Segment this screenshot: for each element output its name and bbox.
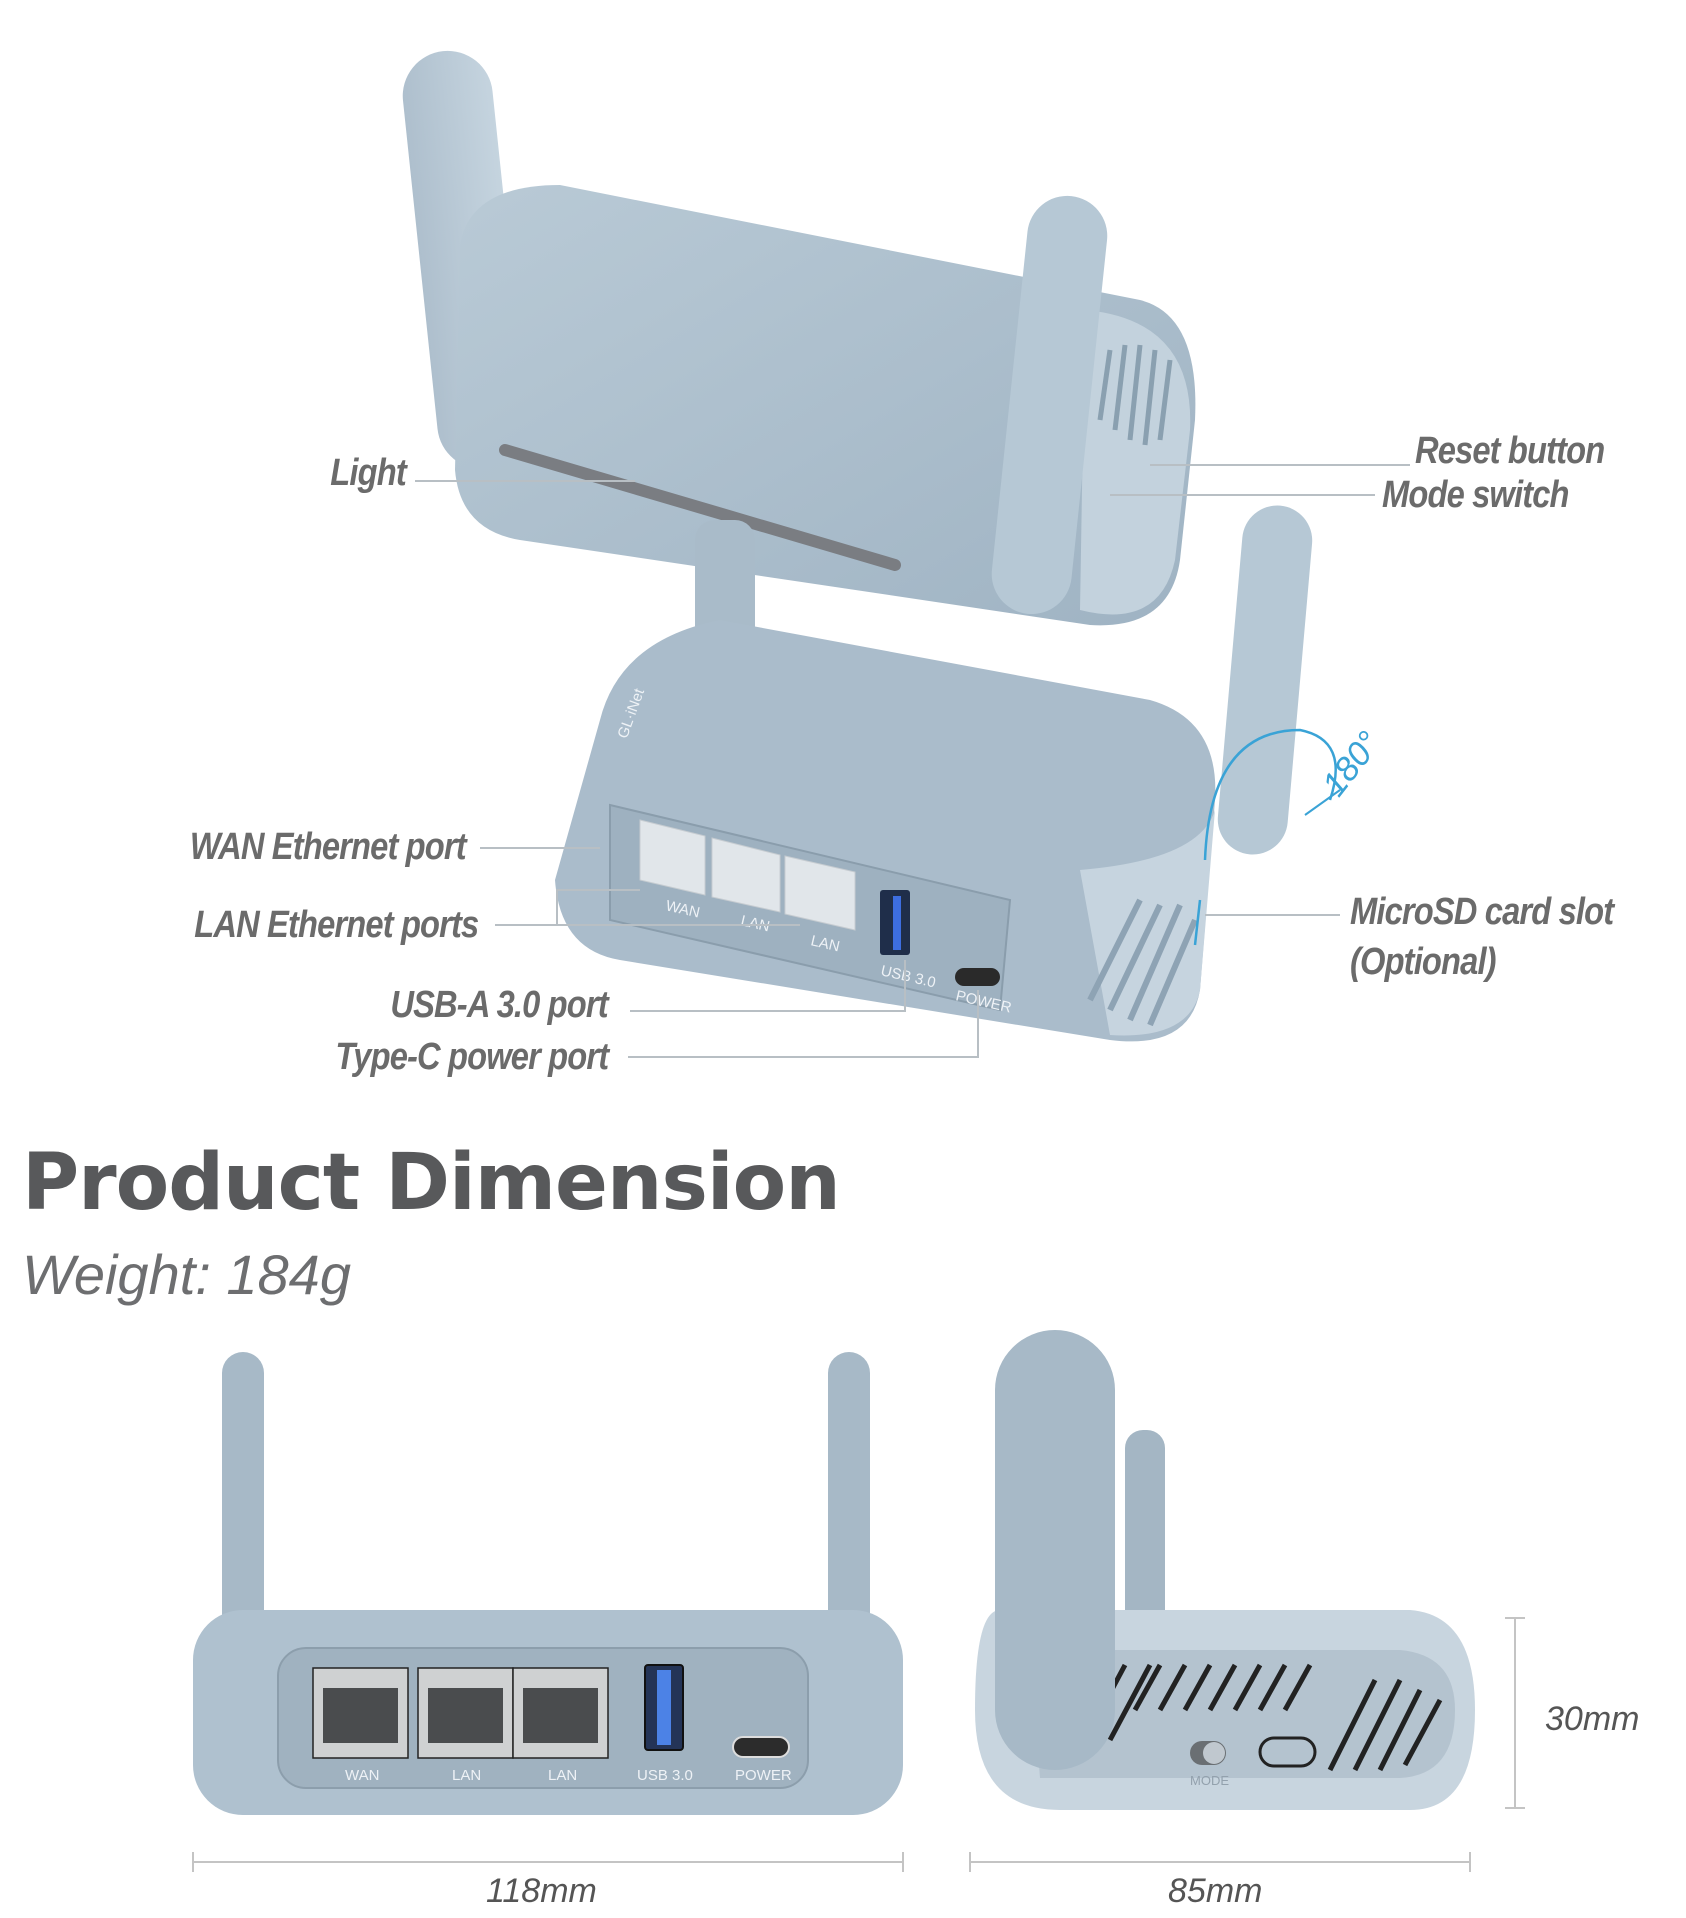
weight-label: Weight: 184g: [22, 1243, 351, 1306]
reset-button: [1258, 1736, 1317, 1768]
rotation-arc: [1203, 728, 1337, 861]
callout-lan-ports: LAN Ethernet ports: [193, 904, 479, 946]
callout-wan-port: WAN Ethernet port: [190, 826, 467, 868]
height-dimension: 30mm: [1545, 1700, 1640, 1738]
front-ethernet-ports: [312, 1667, 609, 1759]
ethernet-ports: [639, 819, 856, 931]
front-type-c-port: [732, 1736, 790, 1758]
callout-microsd-optional: (Optional): [1350, 941, 1497, 983]
router-side-vents-lower: [1080, 810, 1215, 1036]
antenna-front-right: [828, 1352, 870, 1652]
front-label-lan-1: LAN: [452, 1767, 481, 1784]
callout-light: Light: [330, 452, 406, 494]
callout-mode-switch: Mode switch: [1382, 474, 1570, 516]
depth-dimension: 85mm: [1168, 1872, 1263, 1910]
port-label-lan-2: LAN: [809, 932, 841, 955]
light-bar: [499, 444, 901, 571]
front-label-usb: USB 3.0: [637, 1767, 693, 1784]
antenna-front-left: [222, 1352, 264, 1652]
router-front-view: WAN LAN LAN USB 3.0 POWER GL·iNet: [555, 505, 1341, 1042]
side-vent-panel: [1030, 1650, 1455, 1778]
mode-label: MODE: [1190, 1773, 1229, 1788]
callout-power-port: Type-C power port: [335, 1036, 609, 1078]
front-label-lan-2: LAN: [548, 1767, 577, 1784]
router-side-vents: [1080, 310, 1191, 615]
front-label-wan: WAN: [345, 1767, 379, 1784]
router-front-dimension-view: WAN LAN LAN USB 3.0 POWER: [193, 1352, 903, 1815]
width-dimension: 118mm: [486, 1872, 597, 1910]
antenna-right: [991, 195, 1108, 615]
dimension-lines: [192, 1617, 1525, 1872]
port-label-lan-1: LAN: [739, 912, 771, 935]
section-title: Product Dimension: [22, 1138, 841, 1228]
router-side-dimension-view: MODE: [975, 1330, 1475, 1810]
front-label-power: POWER: [735, 1767, 792, 1784]
callout-usb-port: USB-A 3.0 port: [390, 984, 609, 1026]
leader-lines: [415, 464, 1410, 1058]
antenna-side-front: [995, 1330, 1115, 1770]
type-c-port: [955, 968, 1000, 986]
antenna-rotatable: [1217, 505, 1313, 855]
callout-reset-button: Reset button: [1415, 430, 1605, 472]
router-top-view: [402, 50, 1196, 626]
callout-microsd-slot: MicroSD card slot: [1350, 891, 1614, 933]
